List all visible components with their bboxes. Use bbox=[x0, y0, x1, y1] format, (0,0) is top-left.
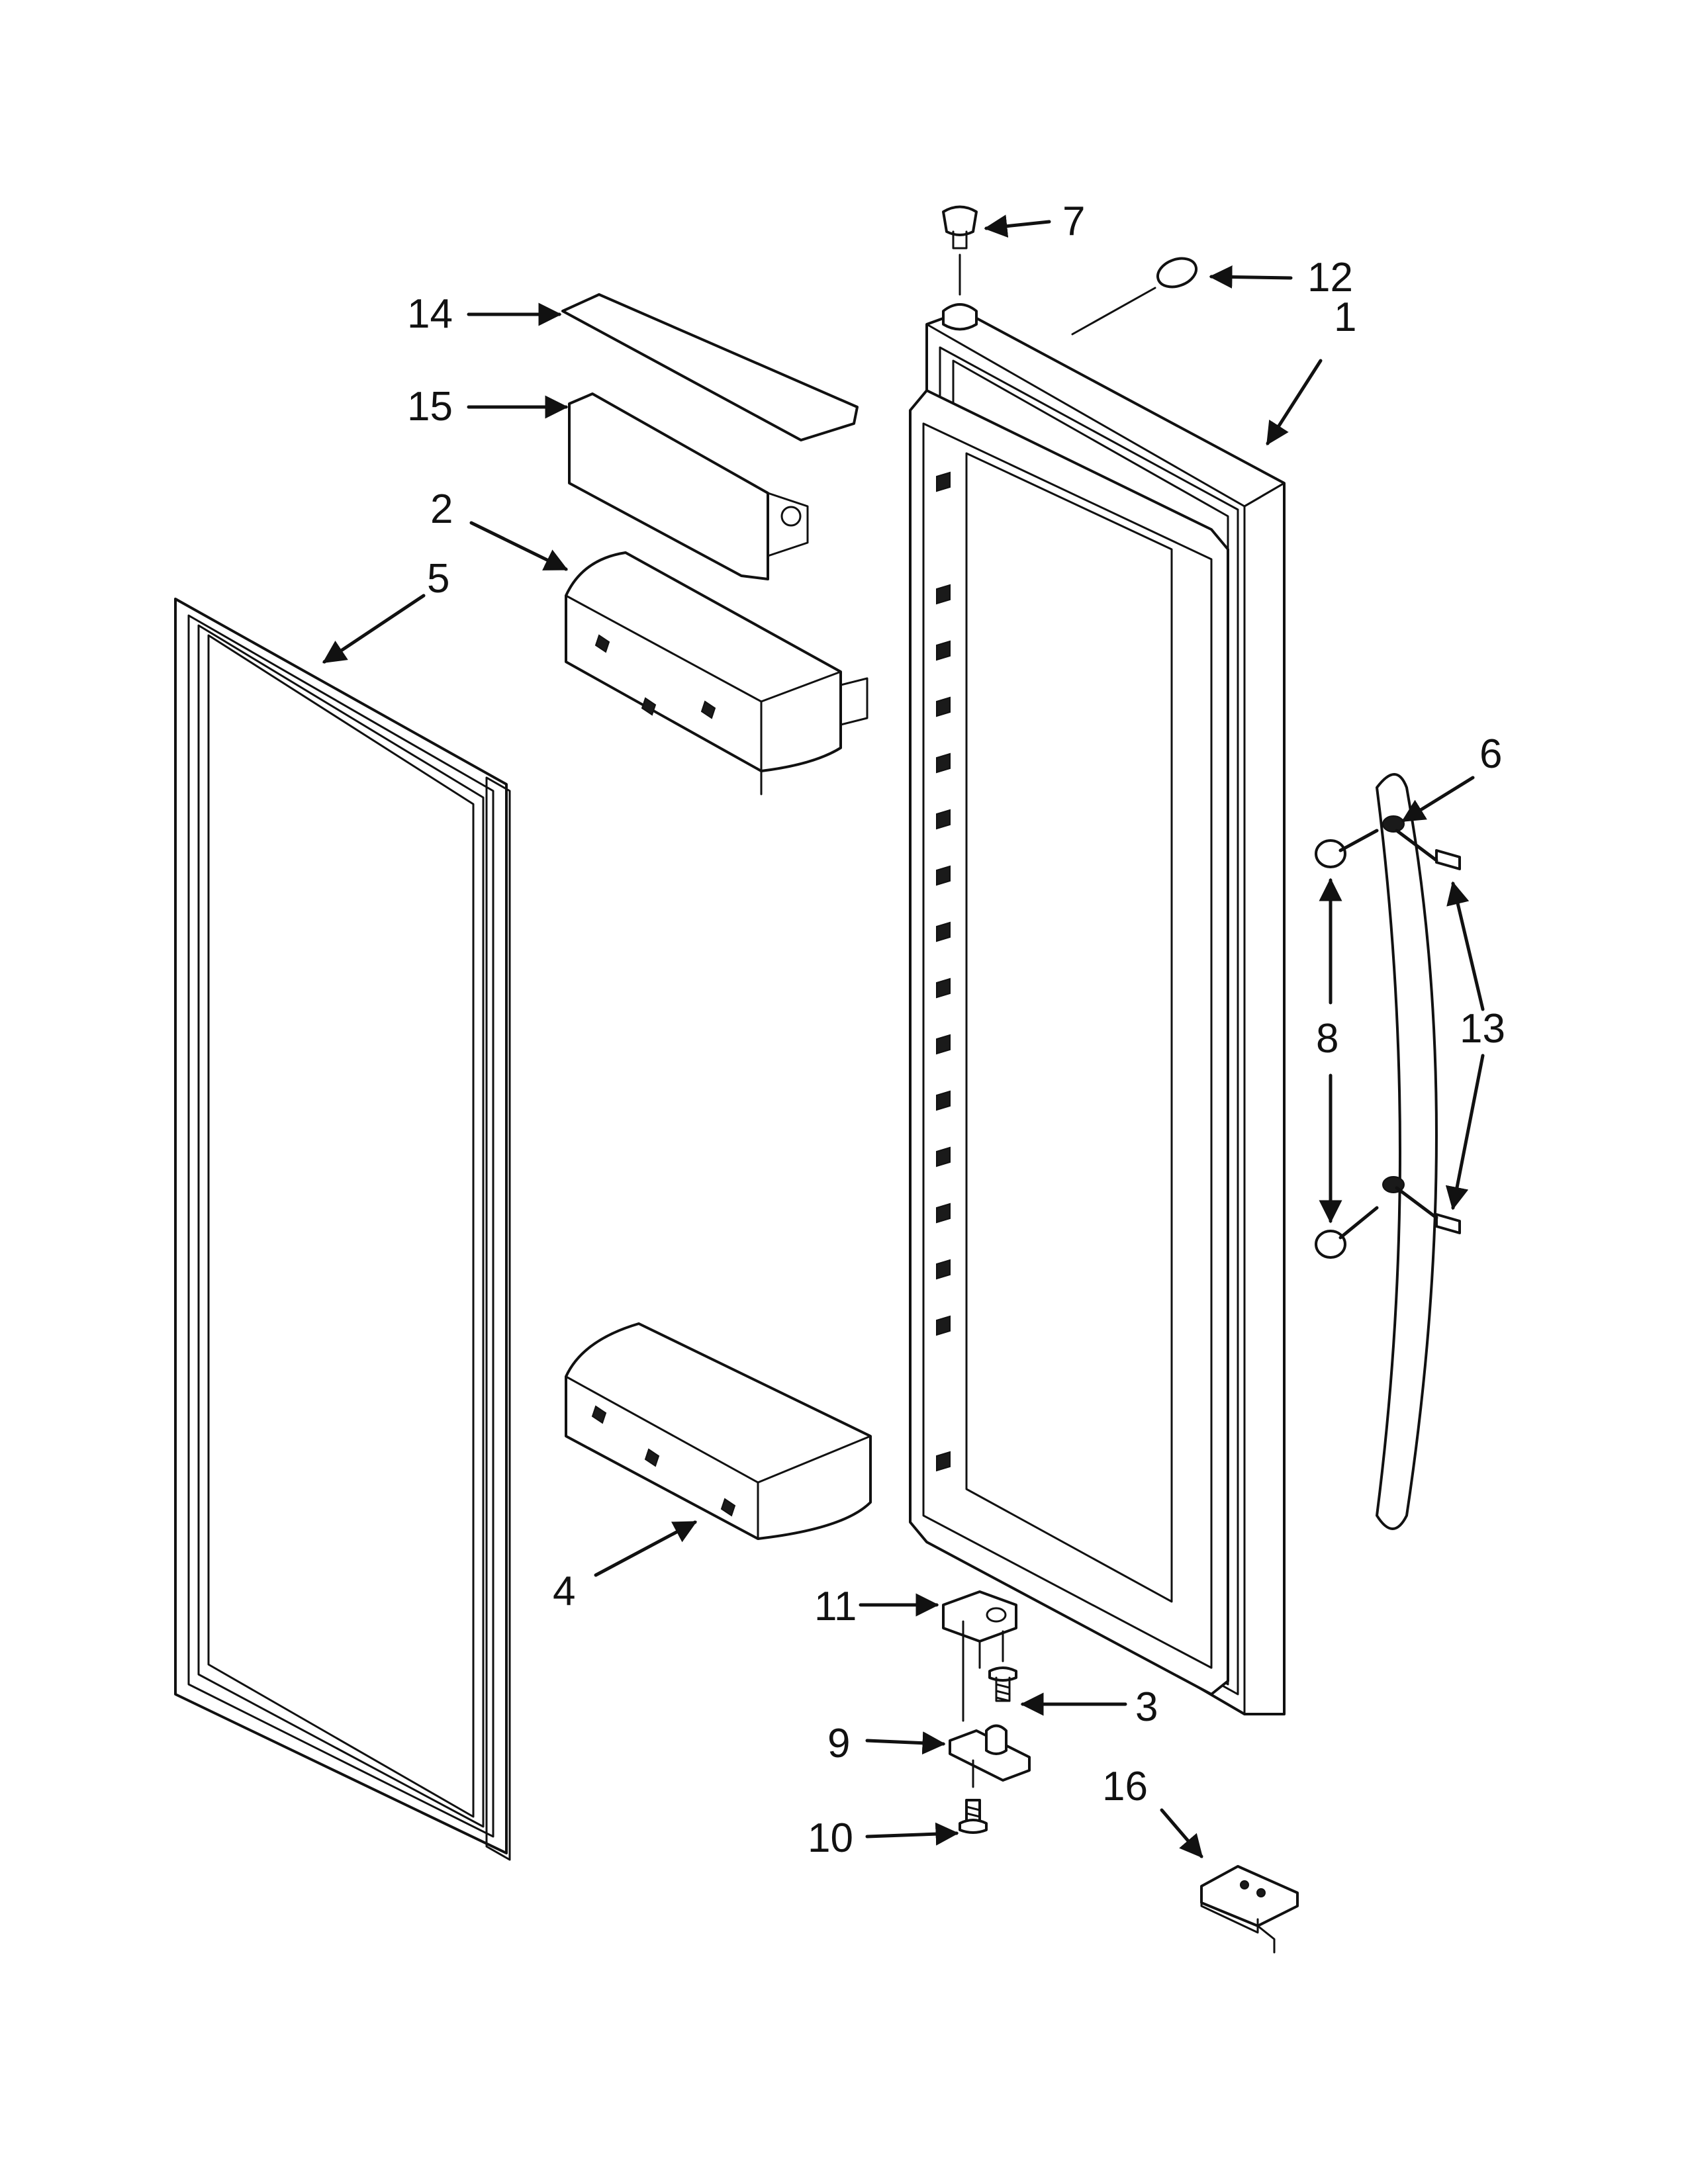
leader-lines bbox=[322, 214, 1485, 1858]
callout-9: 9 bbox=[827, 1721, 850, 1766]
callout-7: 7 bbox=[1062, 199, 1085, 244]
part-bottom-hinge bbox=[949, 1724, 1031, 1788]
door-shelf-supports bbox=[936, 471, 951, 1472]
part-hinge-cover bbox=[1200, 1865, 1299, 1954]
part-door-handle bbox=[1376, 773, 1438, 1530]
callout-10: 10 bbox=[808, 1815, 853, 1861]
part-door-assembly bbox=[909, 303, 1286, 1715]
callout-6: 6 bbox=[1479, 731, 1502, 777]
part-top-hinge-bushing bbox=[942, 205, 978, 296]
part-shelf-fence bbox=[568, 392, 809, 580]
part-hinge-screw bbox=[959, 1799, 988, 1834]
part-upper-door-bin bbox=[565, 551, 868, 796]
callout-1: 1 bbox=[1334, 295, 1356, 340]
part-shelf-trim bbox=[561, 293, 859, 441]
part-handle-screws bbox=[1435, 849, 1461, 1234]
callout-15: 15 bbox=[407, 384, 453, 430]
callout-12: 12 bbox=[1307, 255, 1353, 300]
part-lower-door-bin bbox=[565, 1322, 872, 1540]
part-handle-spacers bbox=[1315, 839, 1346, 1259]
callout-2: 2 bbox=[430, 486, 453, 532]
callout-8: 8 bbox=[1316, 1016, 1338, 1062]
callout-4: 4 bbox=[553, 1569, 575, 1614]
part-bottom-hinge-bracket bbox=[942, 1590, 1017, 1722]
callout-16: 16 bbox=[1102, 1764, 1148, 1809]
callout-3: 3 bbox=[1135, 1684, 1158, 1730]
part-screw-3 bbox=[988, 1666, 1017, 1702]
callout-11: 11 bbox=[814, 1584, 857, 1629]
callout-labels: 7 12 1 14 15 2 5 6 8 13 4 11 3 9 16 10 bbox=[407, 199, 1505, 1861]
part-washer bbox=[1071, 257, 1198, 336]
callout-13: 13 bbox=[1460, 1006, 1505, 1052]
callout-14: 14 bbox=[407, 291, 453, 337]
part-door-gasket bbox=[174, 598, 511, 1861]
callout-5: 5 bbox=[427, 556, 449, 602]
